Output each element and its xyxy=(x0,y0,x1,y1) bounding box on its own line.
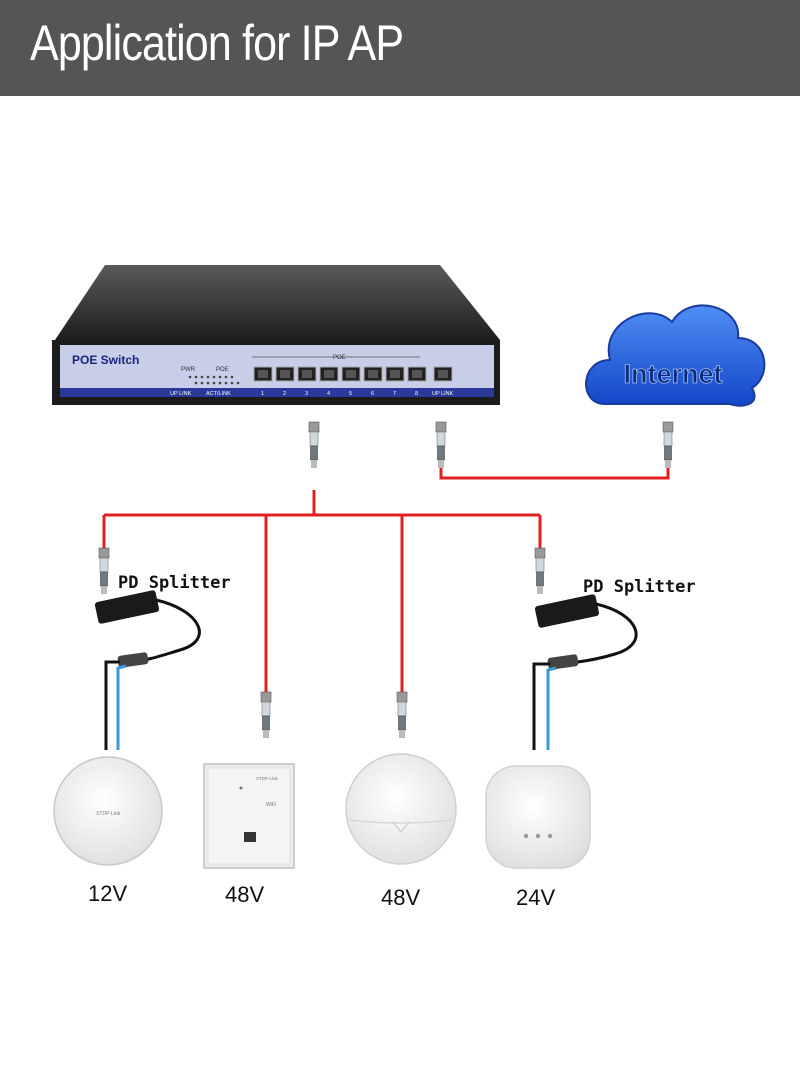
wall-panel-ap: XTDP-Link WiFi xyxy=(203,763,295,869)
switch-label-strip xyxy=(60,388,494,397)
status-leds xyxy=(188,375,240,385)
port-number-8: 8 xyxy=(415,391,418,397)
voltage-label-4: 24V xyxy=(516,885,555,910)
splitter-1-label: PD Splitter xyxy=(118,573,231,593)
voltage-label-1: 12V xyxy=(88,881,127,906)
voltage-label-3: 48V xyxy=(381,885,420,910)
splitter-1-body xyxy=(94,590,160,624)
square-ap-led-3 xyxy=(547,833,553,839)
splitter-1-connector xyxy=(98,547,110,595)
network-diagram: POE Switch PWR POE POE UP LINK ACT/LIN xyxy=(52,265,766,910)
poe-led-label: POE xyxy=(216,367,229,373)
pd-splitter-1: PD Splitter xyxy=(94,573,231,750)
splitter-1-dc-cable xyxy=(104,660,120,750)
port-4 xyxy=(319,366,339,382)
voltage-label-2: 48V xyxy=(225,882,264,907)
port-number-2: 2 xyxy=(283,391,286,397)
port-3 xyxy=(297,366,317,382)
splitter-2-label: PD Splitter xyxy=(583,577,696,597)
poe-ports-label: POE xyxy=(333,355,346,361)
port-number-4: 4 xyxy=(327,391,330,397)
header-bar: Application for IP AP xyxy=(0,0,800,96)
switch-top xyxy=(55,265,500,340)
ceiling-ap-connector xyxy=(396,691,408,739)
port-7 xyxy=(385,366,405,382)
port-8 xyxy=(407,366,427,382)
port-number-5: 5 xyxy=(349,391,352,397)
wall-ap-brand: XTDP-Link xyxy=(256,776,279,781)
splitter-1-data-cable xyxy=(116,664,127,750)
square-ap-led-1 xyxy=(523,833,529,839)
port-number-3: 3 xyxy=(305,391,308,397)
internet-cloud: Internet xyxy=(585,304,766,407)
port-number-6: 6 xyxy=(371,391,374,397)
wall-ap-connector xyxy=(260,691,272,739)
ceiling-ap-round: XTDP-Link xyxy=(53,756,163,866)
square-ap xyxy=(485,765,591,869)
internet-label: Internet xyxy=(623,359,722,389)
splitter-2-dc-cable xyxy=(532,662,550,750)
port-numbers: 1 2 3 4 5 6 7 8 xyxy=(261,391,418,397)
wall-ap-wifi-label: WiFi xyxy=(266,802,276,808)
splitter-2-connector xyxy=(534,547,546,595)
port-number-1: 1 xyxy=(261,391,264,397)
dome-ap xyxy=(345,753,457,865)
ceiling-ap-brand: XTDP-Link xyxy=(96,811,121,817)
switch-connector xyxy=(308,421,320,469)
splitter-2-body xyxy=(534,594,600,628)
uplink-port xyxy=(433,366,453,382)
switch-name: POE Switch xyxy=(72,353,139,367)
actlink-label: ACT/LINK xyxy=(206,391,231,397)
port-number-7: 7 xyxy=(393,391,396,397)
wall-ap-led xyxy=(239,786,243,790)
page-title: Application for IP AP xyxy=(30,15,404,71)
uplink-right-label: UP LINK xyxy=(432,391,454,397)
internet-connector xyxy=(662,421,674,469)
pwr-label: PWR xyxy=(181,367,196,373)
poe-switch: POE Switch PWR POE POE UP LINK ACT/LIN xyxy=(52,265,500,405)
port-1 xyxy=(253,366,273,382)
uplink-cable xyxy=(439,468,670,480)
wall-ap-lan-port xyxy=(244,832,256,842)
splitter-2-data-cable xyxy=(546,666,557,750)
square-ap-led-2 xyxy=(535,833,541,839)
red-cables xyxy=(102,468,670,692)
port-5 xyxy=(341,366,361,382)
pd-splitter-2: PD Splitter xyxy=(532,577,696,750)
port-6 xyxy=(363,366,383,382)
uplink-left-label: UP LINK xyxy=(170,391,192,397)
port-2 xyxy=(275,366,295,382)
uplink-connector xyxy=(435,421,447,469)
